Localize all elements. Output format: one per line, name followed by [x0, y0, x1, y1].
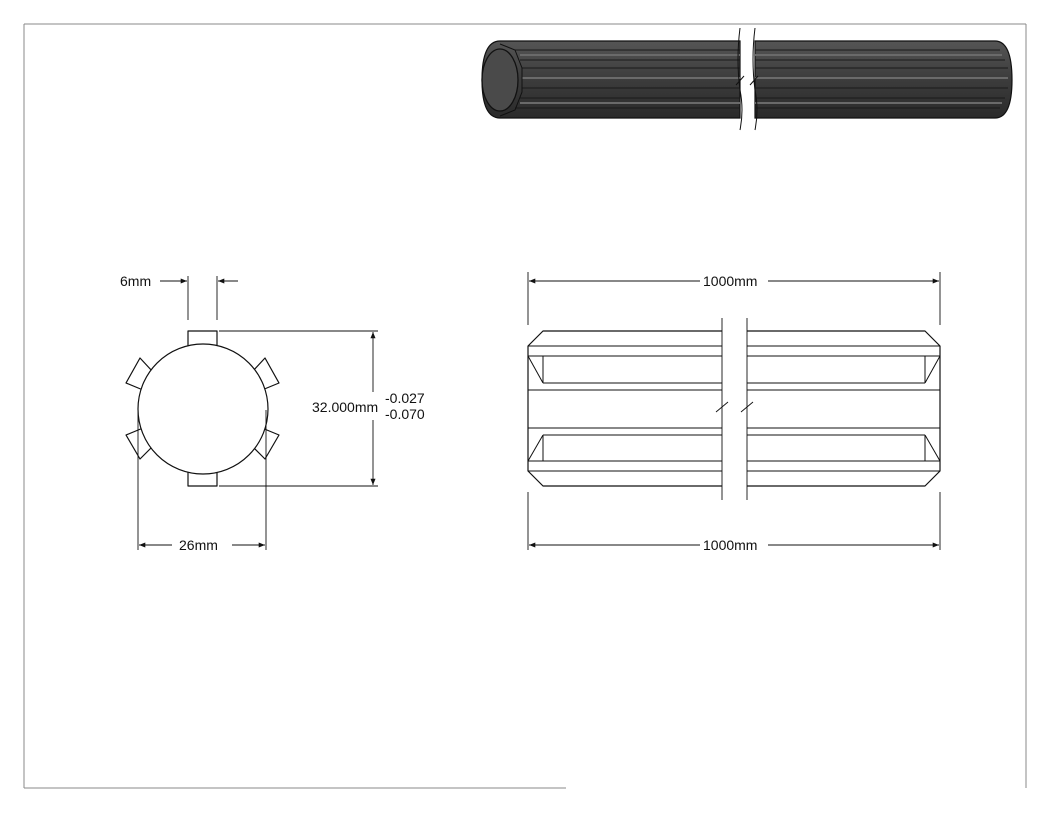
end-view-dimensions [137, 276, 378, 550]
dim-spline-width: 6mm [120, 273, 151, 289]
dim-length-bottom: 1000mm [703, 537, 757, 553]
sheet-frame [23, 23, 1027, 789]
dim-major-diameter: 32.000mm [312, 399, 378, 415]
side-view-dimensions [527, 272, 941, 550]
dim-tolerance-upper: -0.027 [385, 390, 425, 406]
side-view-spline-lines [527, 345, 941, 472]
dim-tolerance-lower: -0.070 [385, 406, 425, 422]
end-view-spline-section [125, 330, 280, 487]
minor-diameter-circle [137, 343, 269, 475]
isometric-shaft-render [481, 27, 1013, 131]
dim-length-top: 1000mm [703, 273, 757, 289]
side-view-shaft [527, 330, 941, 487]
side-view-break-lines [715, 318, 754, 500]
dim-minor-diameter: 26mm [179, 537, 218, 553]
